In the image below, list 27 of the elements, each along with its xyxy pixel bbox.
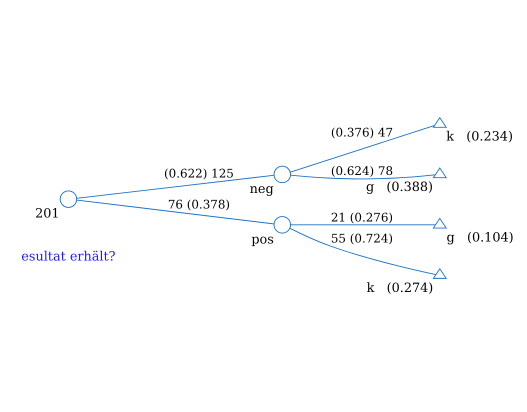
node-triangle	[432, 267, 448, 278]
node-circle	[274, 216, 291, 234]
edge-label: 76 (0.378)	[168, 197, 230, 212]
node-triangle	[432, 116, 448, 128]
node-triangle	[432, 217, 448, 228]
node-label: g (0.104)	[446, 230, 514, 245]
label: esultat erhält?	[21, 248, 116, 264]
connector	[76, 199, 274, 224]
node-label: k (0.234)	[446, 129, 513, 144]
node-label: g (0.388)	[366, 180, 434, 195]
edge-label: (0.624) 78	[330, 163, 394, 178]
connector	[290, 124, 435, 172]
node-circle	[274, 165, 291, 183]
edge-label: (0.622) 125	[164, 166, 234, 180]
node-label: neg	[250, 181, 274, 196]
node-label: 201	[35, 206, 60, 222]
node-triangle	[432, 166, 448, 178]
connector	[290, 174, 436, 179]
connector	[290, 224, 436, 225]
connector	[76, 174, 274, 198]
node-label: pos	[251, 232, 274, 247]
node-circle	[60, 190, 78, 208]
edge-label: 55 (0.724)	[330, 231, 394, 246]
edge-label: 21 (0.276)	[330, 210, 394, 224]
connector	[290, 227, 436, 274]
node-label: k (0.274)	[366, 280, 434, 296]
edge-label: (0.376) 47	[330, 124, 394, 139]
